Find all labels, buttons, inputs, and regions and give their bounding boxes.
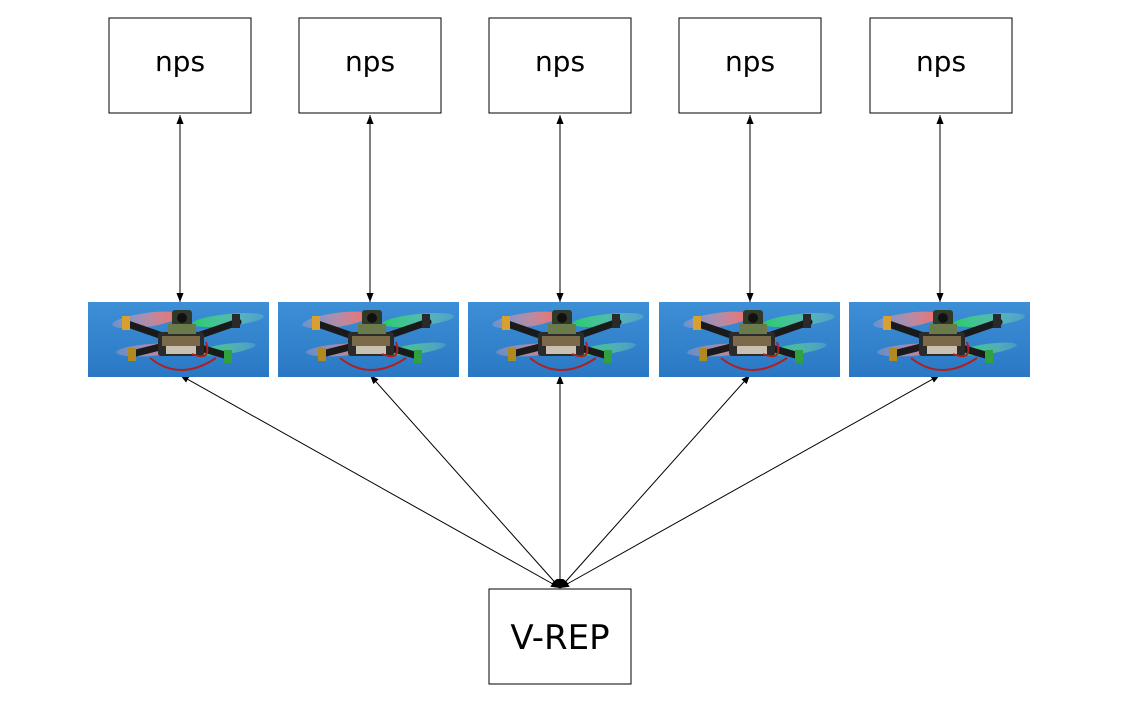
nps-node: nps — [108, 17, 252, 114]
nps-label: nps — [345, 45, 395, 78]
nps-label: nps — [725, 45, 775, 78]
nps-node: nps — [869, 17, 1013, 114]
nps-node: nps — [298, 17, 442, 114]
nps-box — [678, 17, 822, 114]
nps-box — [488, 17, 632, 114]
nps-box — [869, 17, 1013, 114]
nps-row: nps nps nps nps nps — [108, 17, 1013, 114]
vrep-drone-arrow — [369, 374, 561, 589]
quadcopter-drone-image — [278, 302, 459, 377]
nps-node: nps — [488, 17, 632, 114]
connections — [176, 115, 944, 589]
quadcopter-drone-image — [659, 302, 840, 377]
nps-label: nps — [916, 45, 966, 78]
vrep-drone-arrow — [559, 374, 941, 589]
vrep-node: V-REP — [488, 588, 632, 685]
vrep-box — [488, 588, 632, 685]
nps-node: nps — [678, 17, 822, 114]
nps-label: nps — [535, 45, 585, 78]
vrep-label: V-REP — [510, 618, 609, 658]
nps-box — [298, 17, 442, 114]
drone-row — [88, 302, 1030, 377]
quadcopter-drone-image — [849, 302, 1030, 377]
nps-box — [108, 17, 252, 114]
vrep-drone-arrow — [179, 374, 561, 589]
vrep-drone-arrow — [559, 374, 751, 589]
nps-label: nps — [155, 45, 205, 78]
quadcopter-drone-image — [468, 302, 649, 377]
quadcopter-drone-image — [88, 302, 269, 377]
